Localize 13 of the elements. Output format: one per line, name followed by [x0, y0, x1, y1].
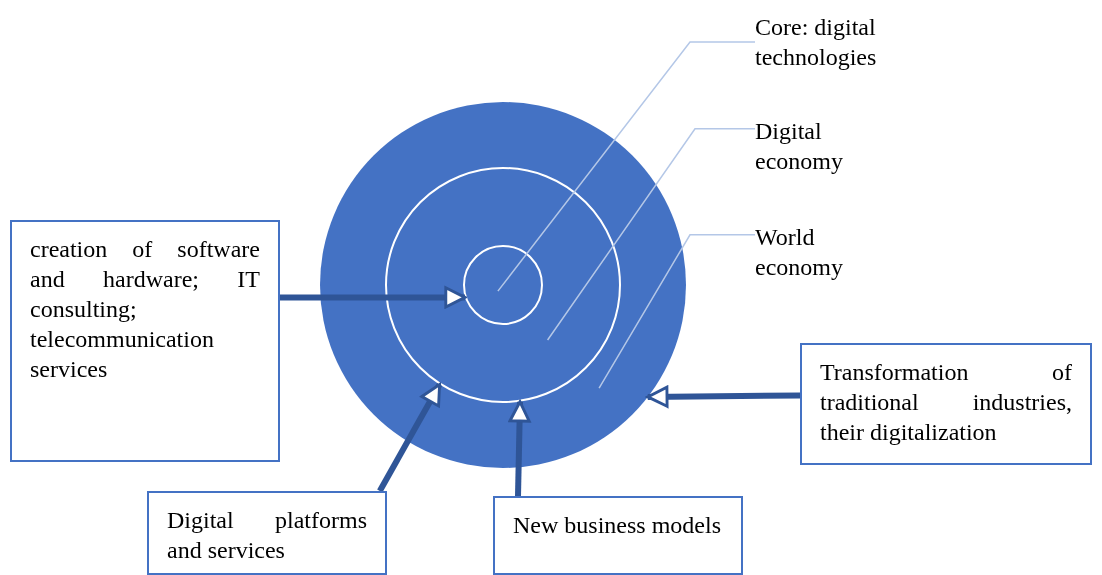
callout-label: Core: digital technologies [755, 12, 905, 76]
leader-line [546, 128, 756, 341]
arrow [377, 383, 443, 493]
text-box: Transformation of traditional industries, their digitalization [800, 343, 1092, 465]
text-box: New business models [493, 496, 743, 575]
callout-label: World economy [755, 222, 905, 286]
arrow [280, 286, 467, 309]
text-box: Digital platforms and services [147, 491, 387, 575]
leader-line [598, 234, 756, 389]
leader-line [497, 41, 756, 292]
text-box: creation of software and hardware; IT consulting; telecommunication services [10, 220, 280, 462]
arrow [646, 385, 801, 408]
callout-label: Digital economy [755, 116, 905, 180]
